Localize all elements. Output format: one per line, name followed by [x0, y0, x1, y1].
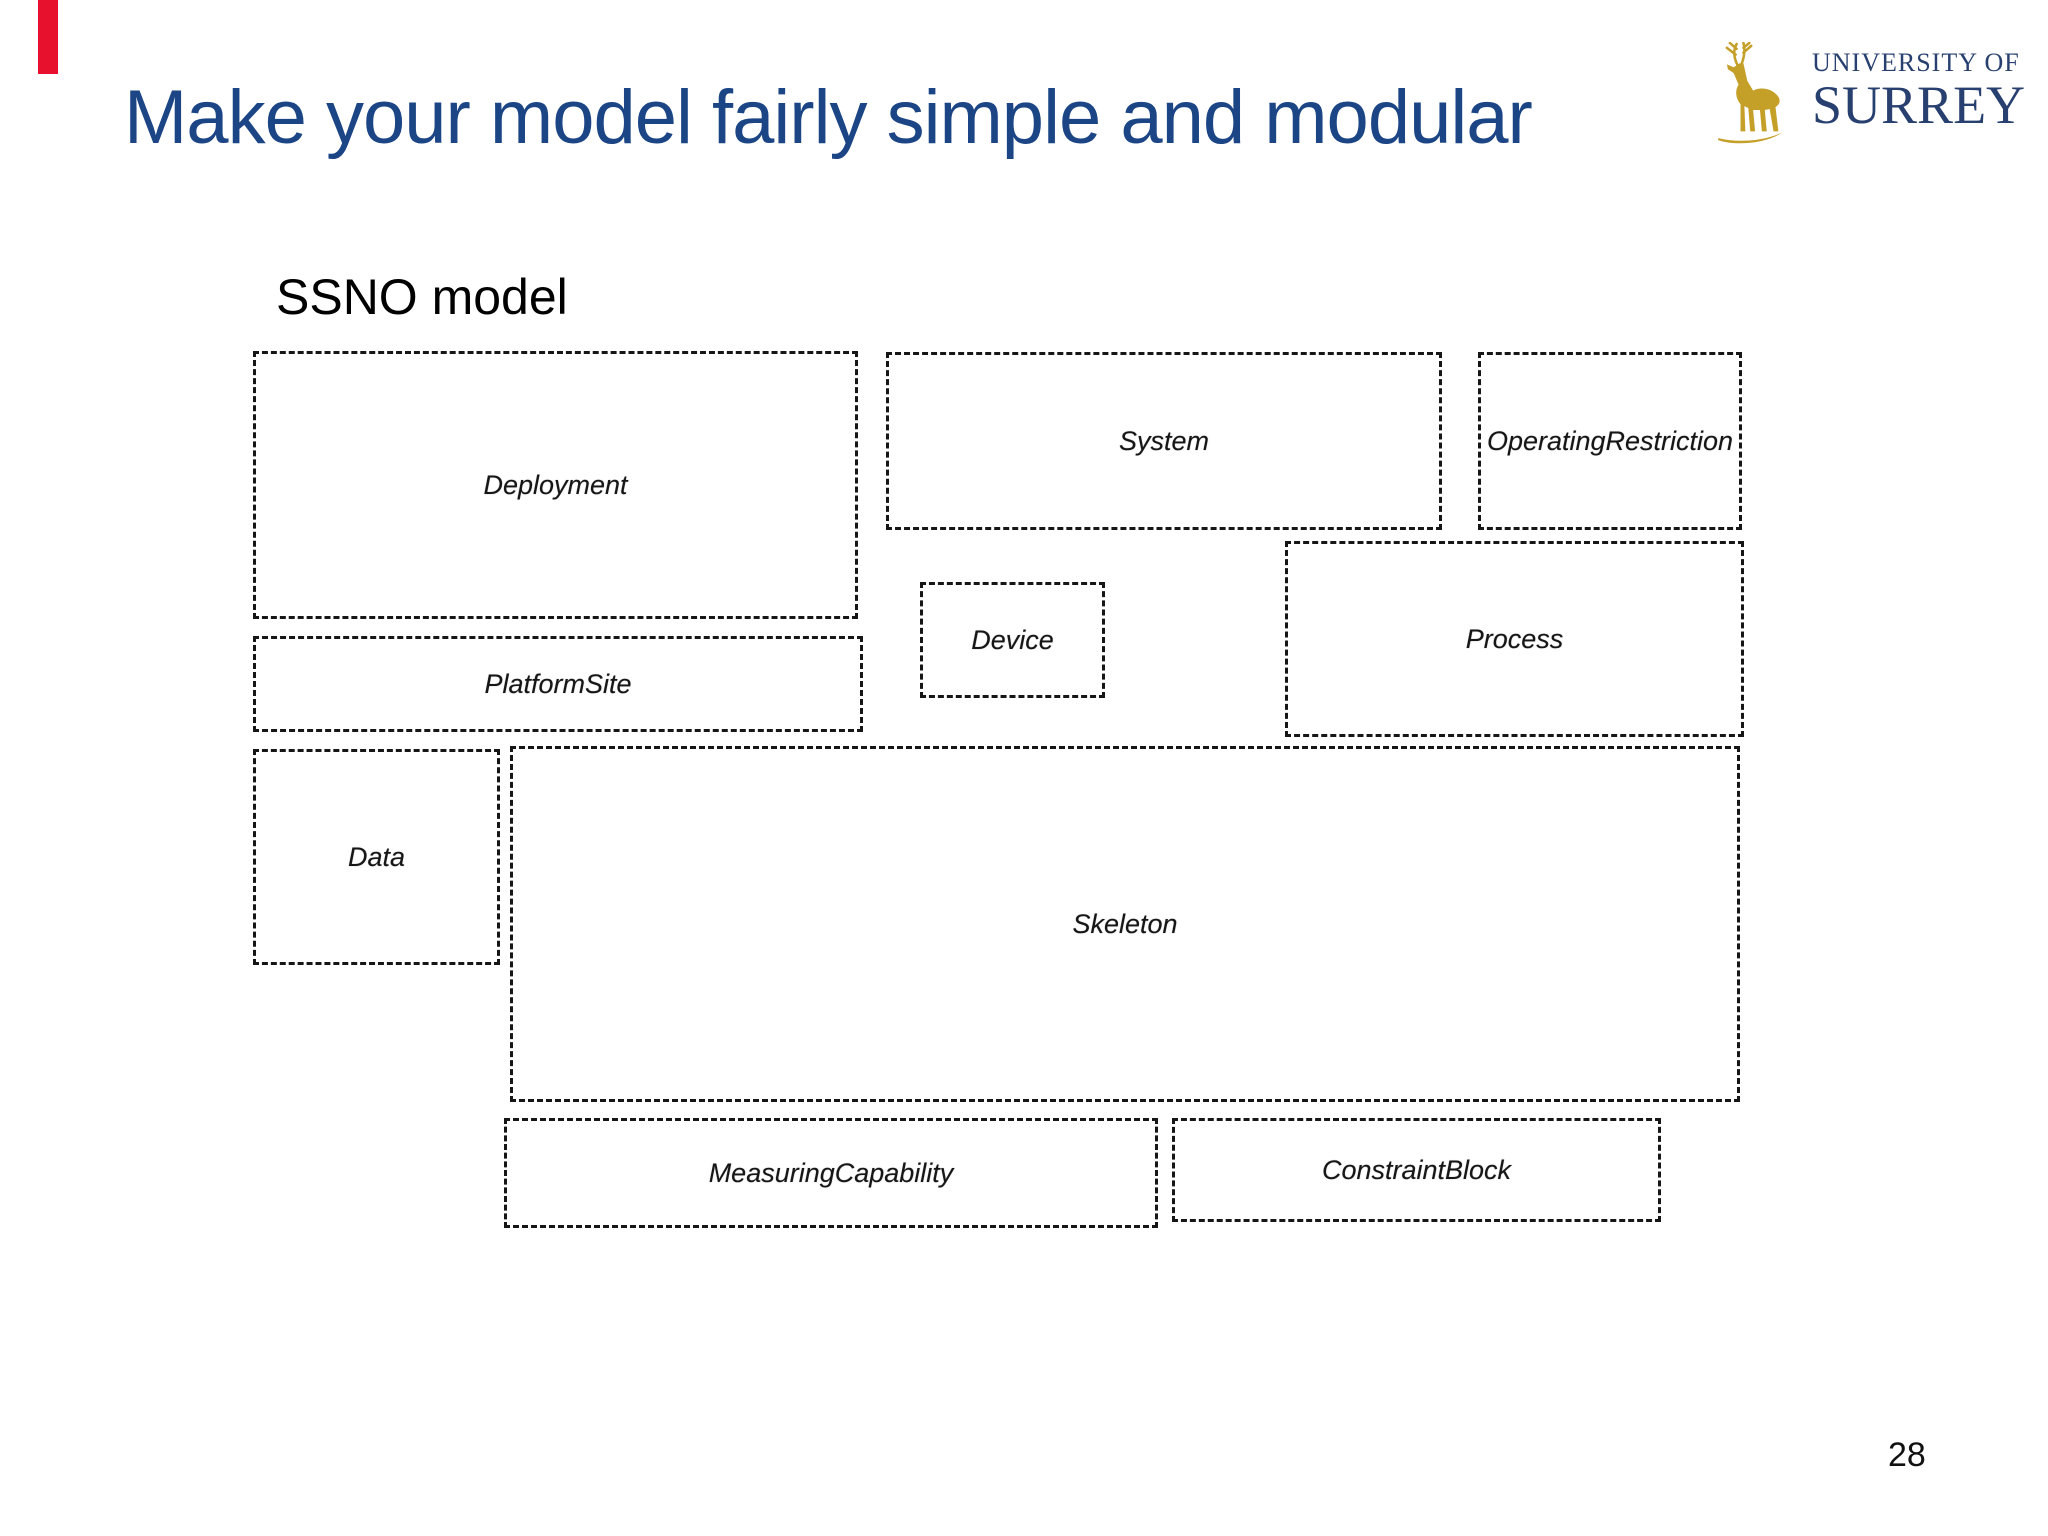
logo-text: UNIVERSITY OF SURREY [1812, 48, 2026, 135]
diagram-box-device: Device [920, 582, 1105, 698]
logo-university-of: UNIVERSITY OF [1812, 48, 2020, 77]
surrey-stag-icon [1718, 42, 1783, 144]
diagram-box-deployment: Deployment [253, 351, 858, 619]
diagram-box-label: Deployment [483, 469, 628, 500]
diagram-box-process: Process [1285, 541, 1744, 737]
diagram-box-skeleton: Skeleton [510, 746, 1740, 1102]
diagram-box-platform-site: PlatformSite [253, 636, 863, 732]
diagram-box-system: System [886, 352, 1442, 530]
diagram-box-measuring-capability: MeasuringCapability [504, 1118, 1158, 1228]
diagram-box-label: Process [1465, 623, 1564, 654]
diagram-box-label: OperatingRestriction [1486, 425, 1734, 456]
diagram-box-label: Skeleton [1072, 908, 1178, 939]
diagram-box-label: PlatformSite [484, 668, 632, 699]
diagram-box-label: System [1118, 425, 1210, 456]
diagram-box-label: MeasuringCapability [708, 1157, 954, 1188]
diagram-box-label: Data [347, 841, 406, 872]
page-number: 28 [1888, 1436, 1926, 1474]
logo-surrey: SURREY [1812, 75, 2026, 135]
diagram-heading: SSNO model [276, 269, 568, 325]
diagram-box-label: ConstraintBlock [1321, 1154, 1512, 1185]
slide-title: Make your model fairly simple and modula… [124, 75, 1533, 160]
diagram-box-data: Data [253, 749, 500, 965]
university-of-surrey-logo: UNIVERSITY OF SURREY [1712, 42, 2042, 147]
diagram-box-constraint-block: ConstraintBlock [1172, 1118, 1661, 1222]
diagram-box-operating-restriction: OperatingRestriction [1478, 352, 1742, 530]
diagram-box-label: Device [971, 624, 1054, 655]
red-accent-bar [38, 0, 58, 74]
